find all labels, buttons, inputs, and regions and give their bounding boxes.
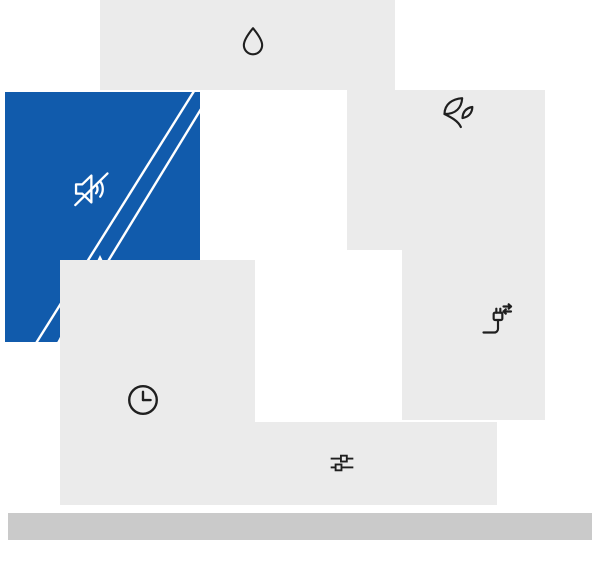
bottom-strip: [8, 513, 592, 540]
tile-water[interactable]: [100, 0, 395, 90]
tile-power[interactable]: [402, 250, 545, 420]
plug-swap-icon: [476, 300, 516, 340]
sliders-icon: [326, 447, 358, 479]
tile-eco[interactable]: [347, 90, 545, 250]
tile-options[interactable]: [200, 422, 497, 505]
droplet-icon: [235, 24, 271, 60]
muted-speaker-icon: [68, 166, 114, 212]
clock-icon: [124, 381, 162, 419]
leaf-icon: [437, 92, 477, 132]
